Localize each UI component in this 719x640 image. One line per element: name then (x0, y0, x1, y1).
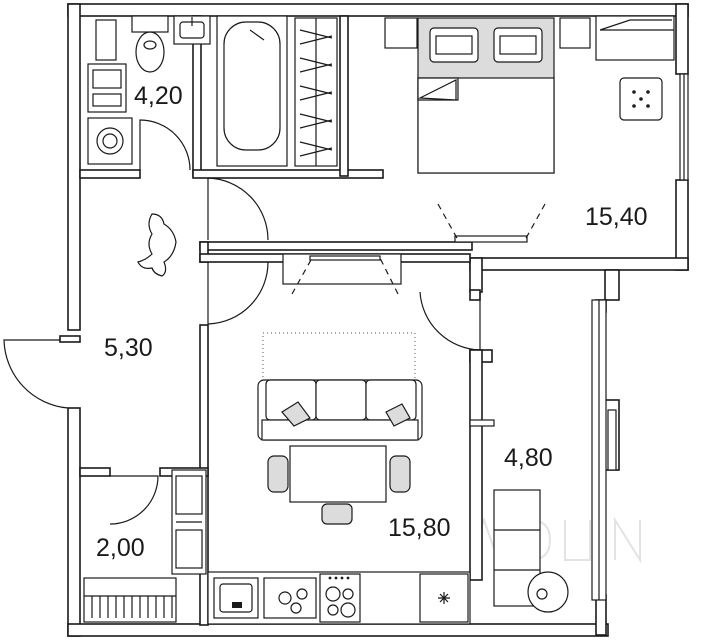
storage-shelving (83, 469, 207, 623)
balcony-furniture (469, 419, 569, 613)
room-area-bedroom: 15,40 (585, 203, 648, 231)
room-area-bathroom: 4,20 (134, 82, 183, 110)
bedroom-furniture (384, 15, 675, 243)
living-kitchen-furniture (207, 253, 471, 625)
room-area-storage: 2,00 (96, 534, 145, 562)
bathroom-fixtures (87, 15, 338, 167)
windows (591, 73, 689, 601)
doors (3, 119, 481, 525)
room-area-living-kitchen: 15,80 (388, 514, 451, 542)
room-area-balcony: 4,80 (504, 444, 553, 472)
room-area-hallway: 5,30 (104, 334, 153, 362)
hallway-decor (137, 213, 177, 277)
